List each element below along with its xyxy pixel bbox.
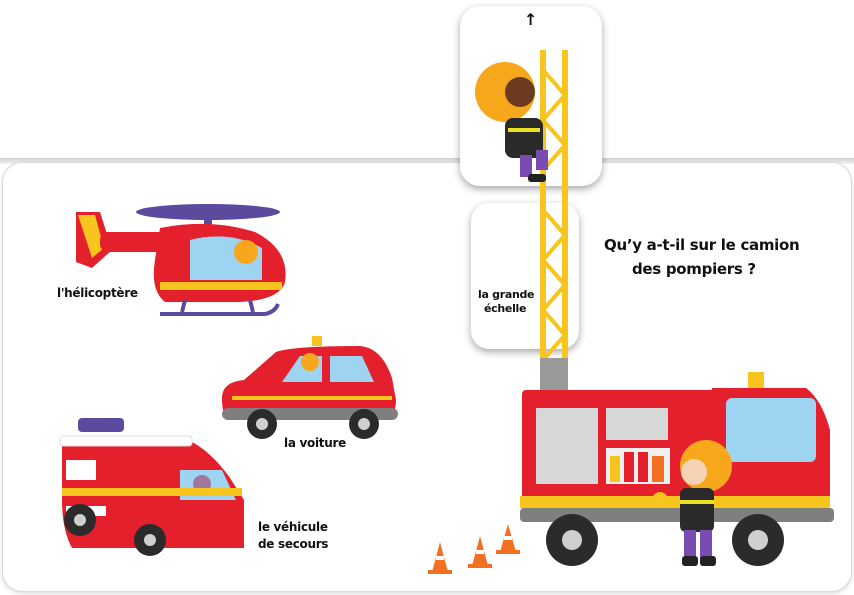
page-fold bbox=[0, 158, 854, 164]
title-line-2: des pompiers ? bbox=[632, 260, 756, 278]
label-car: la voiture bbox=[284, 436, 346, 450]
helicopter-icon bbox=[76, 204, 286, 316]
firefighter-icon bbox=[652, 440, 732, 566]
traffic-cones-icon bbox=[428, 524, 520, 574]
label-rescue-line-1: le véhicule bbox=[258, 520, 328, 534]
title-line-1: Qu’y a-t-il sur le camion bbox=[604, 236, 800, 254]
label-helicopter: l'hélicoptère bbox=[57, 286, 138, 300]
fire-truck-icon bbox=[520, 358, 834, 566]
car-icon bbox=[222, 336, 398, 439]
ladder-flap[interactable] bbox=[471, 203, 579, 349]
ladder-icon bbox=[540, 50, 568, 370]
label-ladder-line-1: la grande bbox=[478, 288, 535, 301]
pull-arrow: ↑ bbox=[524, 10, 538, 29]
rescue-vehicle-icon bbox=[59, 418, 244, 556]
climbing-firefighter-icon bbox=[475, 62, 548, 182]
label-rescue-line-2: de secours bbox=[258, 537, 329, 551]
label-ladder-line-2: échelle bbox=[484, 302, 527, 315]
